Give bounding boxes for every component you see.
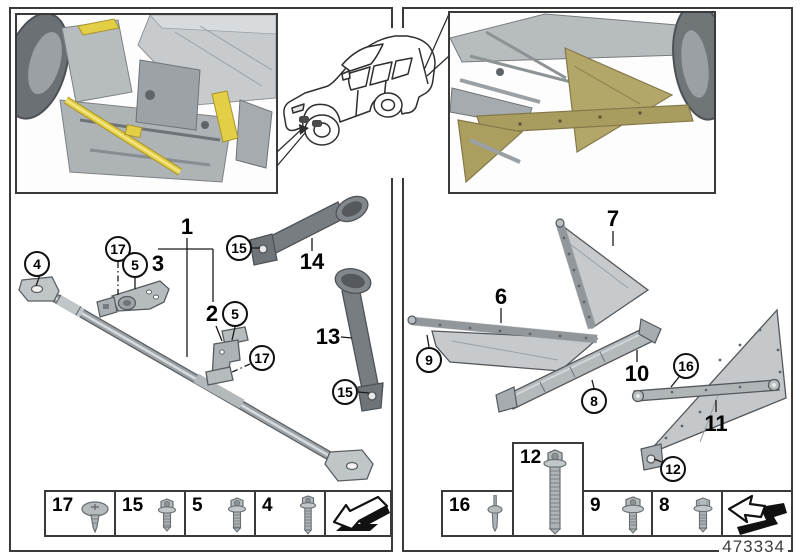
callout-circle-17[interactable]: 17 xyxy=(249,345,275,371)
part-label-11[interactable]: 11 xyxy=(704,411,728,436)
part-label-14[interactable]: 14 xyxy=(299,249,325,274)
legend-box-5[interactable]: 5 xyxy=(184,490,256,537)
page-forward-arrow-box[interactable] xyxy=(721,490,793,537)
legend-box-4[interactable]: 4 xyxy=(254,490,326,537)
blind-rivet-icon xyxy=(487,495,503,533)
part-label-3[interactable]: 3 xyxy=(151,251,165,276)
front-axle-inset-image xyxy=(15,13,278,194)
hex-bolt-icon xyxy=(693,497,713,533)
callout-circle-8[interactable]: 8 xyxy=(581,388,607,414)
flange-bolt-icon xyxy=(621,496,645,534)
part-label-6[interactable]: 6 xyxy=(494,284,508,309)
part-3-bracket[interactable] xyxy=(96,280,170,318)
part-label-2[interactable]: 2 xyxy=(205,301,219,326)
rear-underbody-inset-image xyxy=(448,11,716,194)
part-13-tension-strut[interactable] xyxy=(333,266,384,412)
part-10-reinforcement-strut[interactable] xyxy=(495,318,662,413)
part-7-underfloor-panel[interactable] xyxy=(555,218,650,330)
legend-box-8[interactable]: 8 xyxy=(651,490,723,537)
legend-number: 9 xyxy=(590,495,601,516)
legend-number: 16 xyxy=(449,495,471,516)
callout-circle-4[interactable]: 4 xyxy=(24,251,50,277)
legend-number: 17 xyxy=(52,495,74,516)
expanding-rivet-icon xyxy=(81,501,109,533)
part-6-underfloor-panel[interactable] xyxy=(407,315,599,372)
part-11-diagonal-panel[interactable] xyxy=(640,308,787,471)
legend-box-12[interactable]: 12 xyxy=(512,442,584,537)
continues-next-arrow-icon xyxy=(727,494,787,535)
callout-circle-9[interactable]: 9 xyxy=(416,347,442,373)
part-1-front-strut-bar[interactable] xyxy=(18,276,374,482)
legend-number: 15 xyxy=(122,495,144,516)
flange-screw-icon xyxy=(227,497,247,533)
callout-circle-15[interactable]: 15 xyxy=(226,235,252,261)
callout-circle-12[interactable]: 12 xyxy=(660,456,686,482)
page-back-arrow-box[interactable] xyxy=(324,490,392,537)
part-label-7[interactable]: 7 xyxy=(606,206,620,231)
extra-long-bolt-icon xyxy=(543,449,567,535)
legend-box-15[interactable]: 15 xyxy=(114,490,186,537)
legend-number: 5 xyxy=(192,495,203,516)
continues-previous-arrow-icon xyxy=(332,495,390,531)
inset-leader-lines xyxy=(276,13,450,167)
long-screw-icon xyxy=(299,495,317,535)
legend-number: 8 xyxy=(659,495,670,516)
legend-number: 12 xyxy=(520,447,542,468)
legend-number: 4 xyxy=(262,495,273,516)
callout-leader-lines xyxy=(35,231,717,463)
callout-circle-5[interactable]: 5 xyxy=(122,252,148,278)
part-2-bracket[interactable] xyxy=(205,326,249,386)
legend-box-16[interactable]: 16 xyxy=(441,490,514,537)
legend-box-9[interactable]: 9 xyxy=(582,490,653,537)
legend-box-17[interactable]: 17 xyxy=(44,490,116,537)
vehicle-overview-drawing xyxy=(283,35,436,146)
callout-circle-5[interactable]: 5 xyxy=(222,301,248,327)
flange-screw-icon xyxy=(157,498,177,532)
part-14-tension-strut[interactable] xyxy=(249,191,372,266)
diagram-number: 473334 xyxy=(719,537,788,557)
part-16-cross-brace[interactable] xyxy=(631,378,781,403)
part-label-1[interactable]: 1 xyxy=(180,214,194,239)
callout-circle-15[interactable]: 15 xyxy=(332,379,358,405)
part-label-10[interactable]: 10 xyxy=(624,361,650,386)
callout-circle-16[interactable]: 16 xyxy=(673,353,699,379)
part-label-13[interactable]: 13 xyxy=(315,324,341,349)
